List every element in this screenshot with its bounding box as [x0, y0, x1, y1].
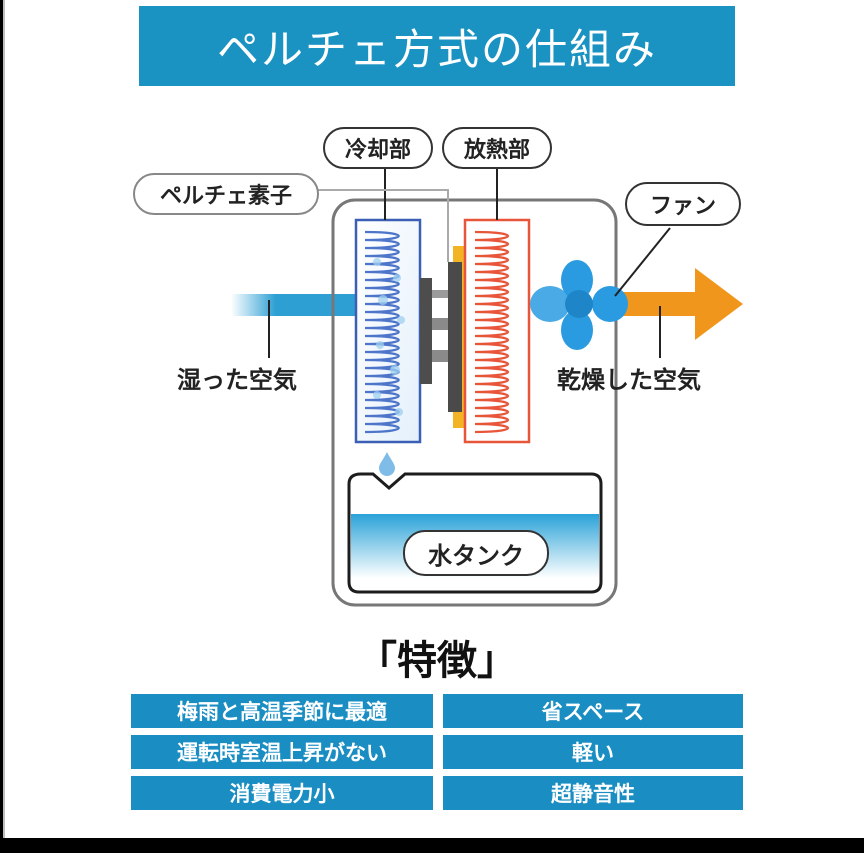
feature-item: 軽い — [443, 735, 743, 769]
feature-item: 梅雨と高温季節に最適 — [131, 694, 433, 728]
humid-air-stream — [231, 294, 359, 316]
fan-label: ファン — [625, 182, 741, 226]
features-title: 「特徴」 — [357, 637, 517, 684]
fan — [530, 260, 628, 350]
heat-radiation-label: 放熱部 — [442, 127, 552, 169]
peltier-element-label: ペルチェ素子 — [133, 173, 319, 215]
fan-text: ファン — [649, 193, 716, 219]
dry-air-arrow — [609, 268, 743, 340]
peltier-diagram — [231, 162, 743, 607]
feature-item: 超静音性 — [443, 776, 743, 810]
water-drop — [379, 452, 395, 476]
heating-coil — [474, 230, 510, 434]
feature-item: 運転時室温上昇がない — [131, 735, 433, 769]
heat-radiation-text: 放熱部 — [463, 137, 530, 163]
dry-air-label: 乾燥した空気 — [557, 365, 701, 394]
water-tank-label: 水タンク — [403, 530, 549, 576]
peltier-element-text: ペルチェ素子 — [159, 183, 292, 209]
title-banner: ペルチェ方式の仕組み — [139, 6, 735, 86]
page-title: ペルチェ方式の仕組み — [216, 24, 657, 74]
feature-item: 省スペース — [443, 694, 743, 728]
unit-casing — [331, 198, 618, 607]
water-tank-text: 水タンク — [428, 540, 524, 570]
page: ペルチェ方式の仕組み — [3, 0, 864, 838]
cooling-section-text: 冷却部 — [344, 137, 411, 163]
peltier-cold-plate — [420, 278, 432, 384]
cooling-section-label: 冷却部 — [323, 127, 433, 169]
feature-item: 消費電力小 — [131, 776, 433, 810]
humid-air-label: 湿った空気 — [177, 365, 297, 394]
